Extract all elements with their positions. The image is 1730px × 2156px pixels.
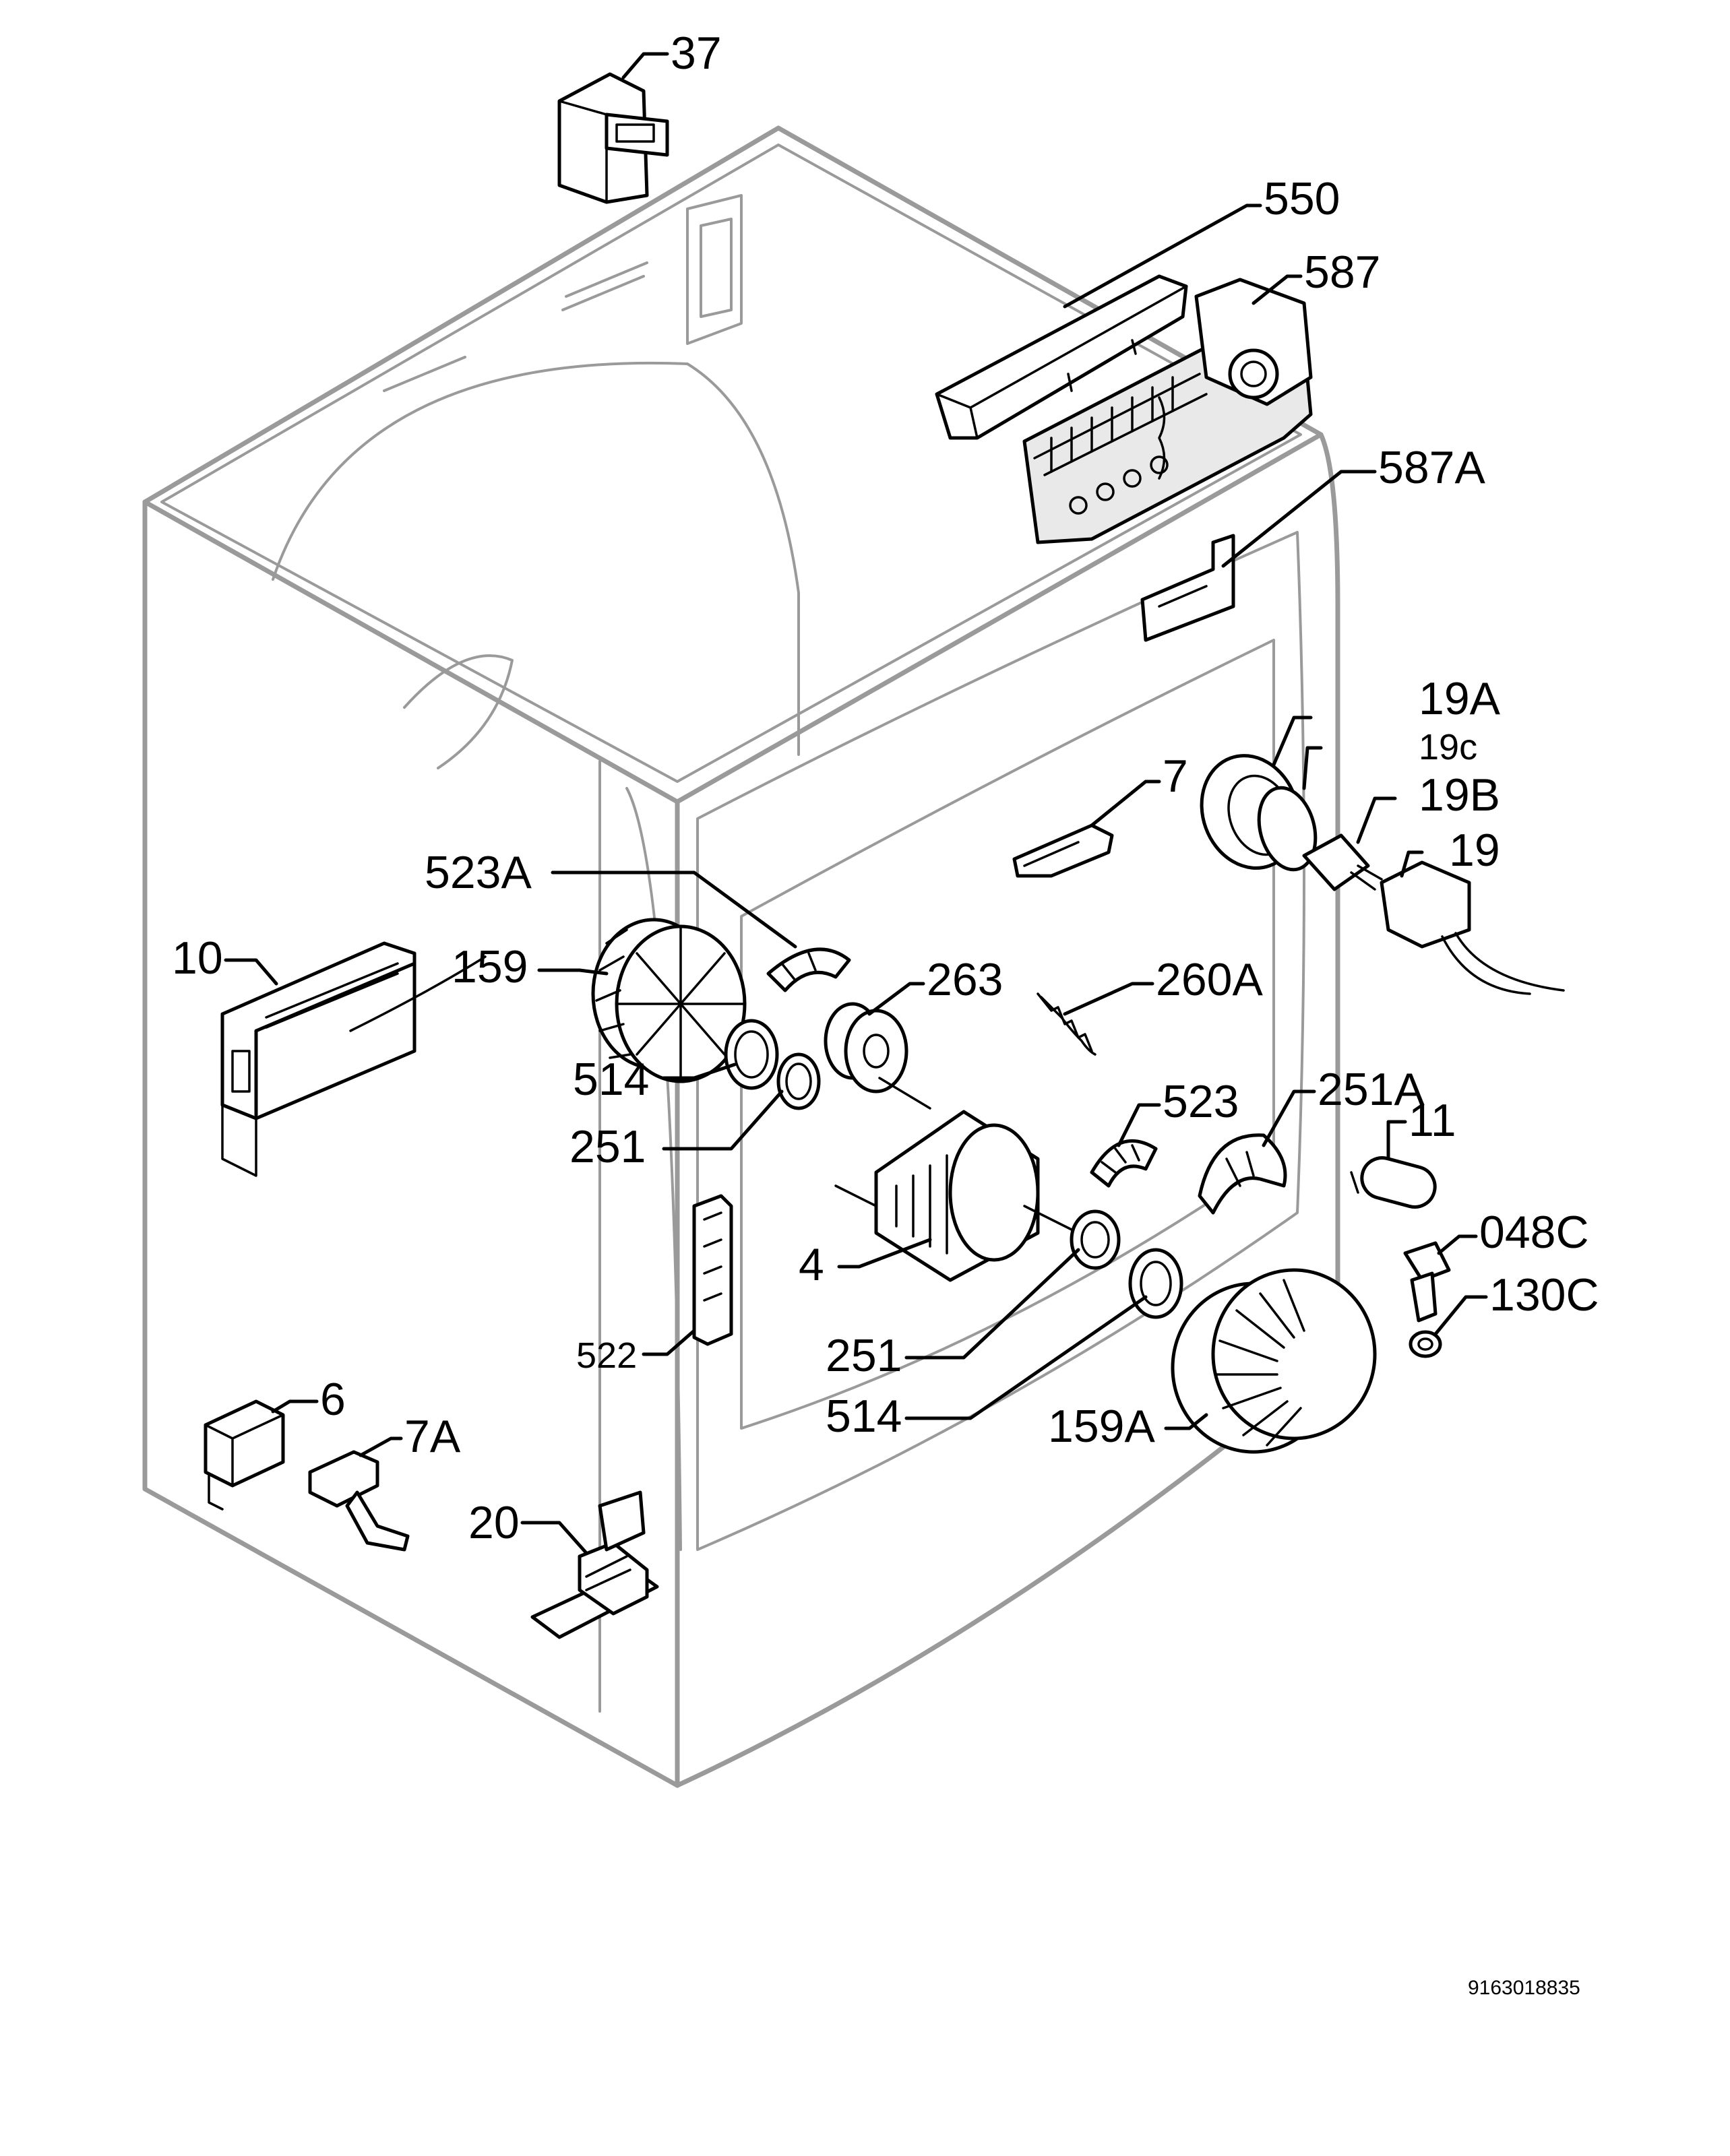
part-130C-icon [1409, 1330, 1442, 1358]
label-4: 4 [799, 1239, 824, 1290]
part-labels: 37 550 587 587A 19A 19c 19B 19 7 523A 10… [172, 28, 1599, 1999]
part-159-icon [591, 918, 747, 1083]
part-263-icon [824, 1002, 908, 1093]
cabinet [142, 125, 1340, 1788]
label-251A: 251A [1318, 1064, 1425, 1115]
label-159: 159 [452, 941, 528, 992]
part-587A-icon [1140, 534, 1235, 642]
label-7A: 7A [404, 1411, 461, 1462]
part-550-icon [935, 274, 1188, 440]
label-048C: 048C [1479, 1207, 1589, 1258]
label-587A: 587A [1378, 442, 1485, 493]
label-587: 587 [1304, 247, 1380, 298]
label-522: 522 [576, 1335, 637, 1376]
part-260A-icon [1037, 992, 1096, 1056]
label-6: 6 [320, 1374, 346, 1425]
part-19c-icon [1257, 786, 1318, 872]
label-37: 37 [671, 28, 722, 79]
label-20: 20 [468, 1497, 520, 1548]
label-260A: 260A [1156, 954, 1263, 1005]
part-19B-icon [1302, 833, 1383, 891]
label-514-upper: 514 [573, 1054, 649, 1105]
label-7: 7 [1163, 751, 1188, 802]
label-19A: 19A [1419, 673, 1501, 724]
part-11-icon [1350, 1156, 1437, 1209]
label-251-upper: 251 [569, 1121, 646, 1172]
part-10-icon [220, 941, 487, 1177]
label-514-lower: 514 [826, 1391, 902, 1442]
part-159A-icon [1171, 1268, 1377, 1454]
label-251-lower: 251 [826, 1330, 902, 1381]
part-514-lower-icon [1128, 1248, 1183, 1319]
label-263: 263 [927, 954, 1003, 1005]
leader-lines [224, 52, 1488, 1555]
label-523: 523 [1163, 1076, 1239, 1127]
label-523A: 523A [425, 847, 532, 898]
document-number: 9163018835 [1468, 1977, 1580, 1999]
part-523A-icon [766, 947, 851, 992]
part-514-upper-icon [724, 1019, 779, 1090]
label-19B: 19B [1419, 769, 1500, 821]
label-130C: 130C [1489, 1269, 1599, 1321]
part-587-icon [1022, 278, 1313, 544]
part-251-upper-icon [776, 1052, 821, 1110]
part-251-lower-icon [1070, 1209, 1121, 1270]
label-550: 550 [1264, 173, 1340, 224]
part-20-icon [530, 1490, 659, 1639]
label-19c: 19c [1419, 727, 1477, 767]
label-11: 11 [1409, 1095, 1456, 1146]
label-19: 19 [1449, 825, 1500, 876]
part-7A-icon [308, 1450, 410, 1552]
part-251A-icon [1198, 1133, 1287, 1215]
part-6-icon [204, 1399, 285, 1511]
part-19-icon [1380, 860, 1565, 995]
part-523-icon [1090, 1139, 1158, 1188]
part-4-icon [834, 1077, 1080, 1282]
part-7-icon [1012, 823, 1114, 878]
label-10: 10 [172, 932, 223, 984]
part-37-icon [557, 72, 669, 204]
part-522-icon [692, 1194, 733, 1346]
part-048C-icon [1403, 1241, 1451, 1323]
label-159A: 159A [1048, 1401, 1155, 1452]
